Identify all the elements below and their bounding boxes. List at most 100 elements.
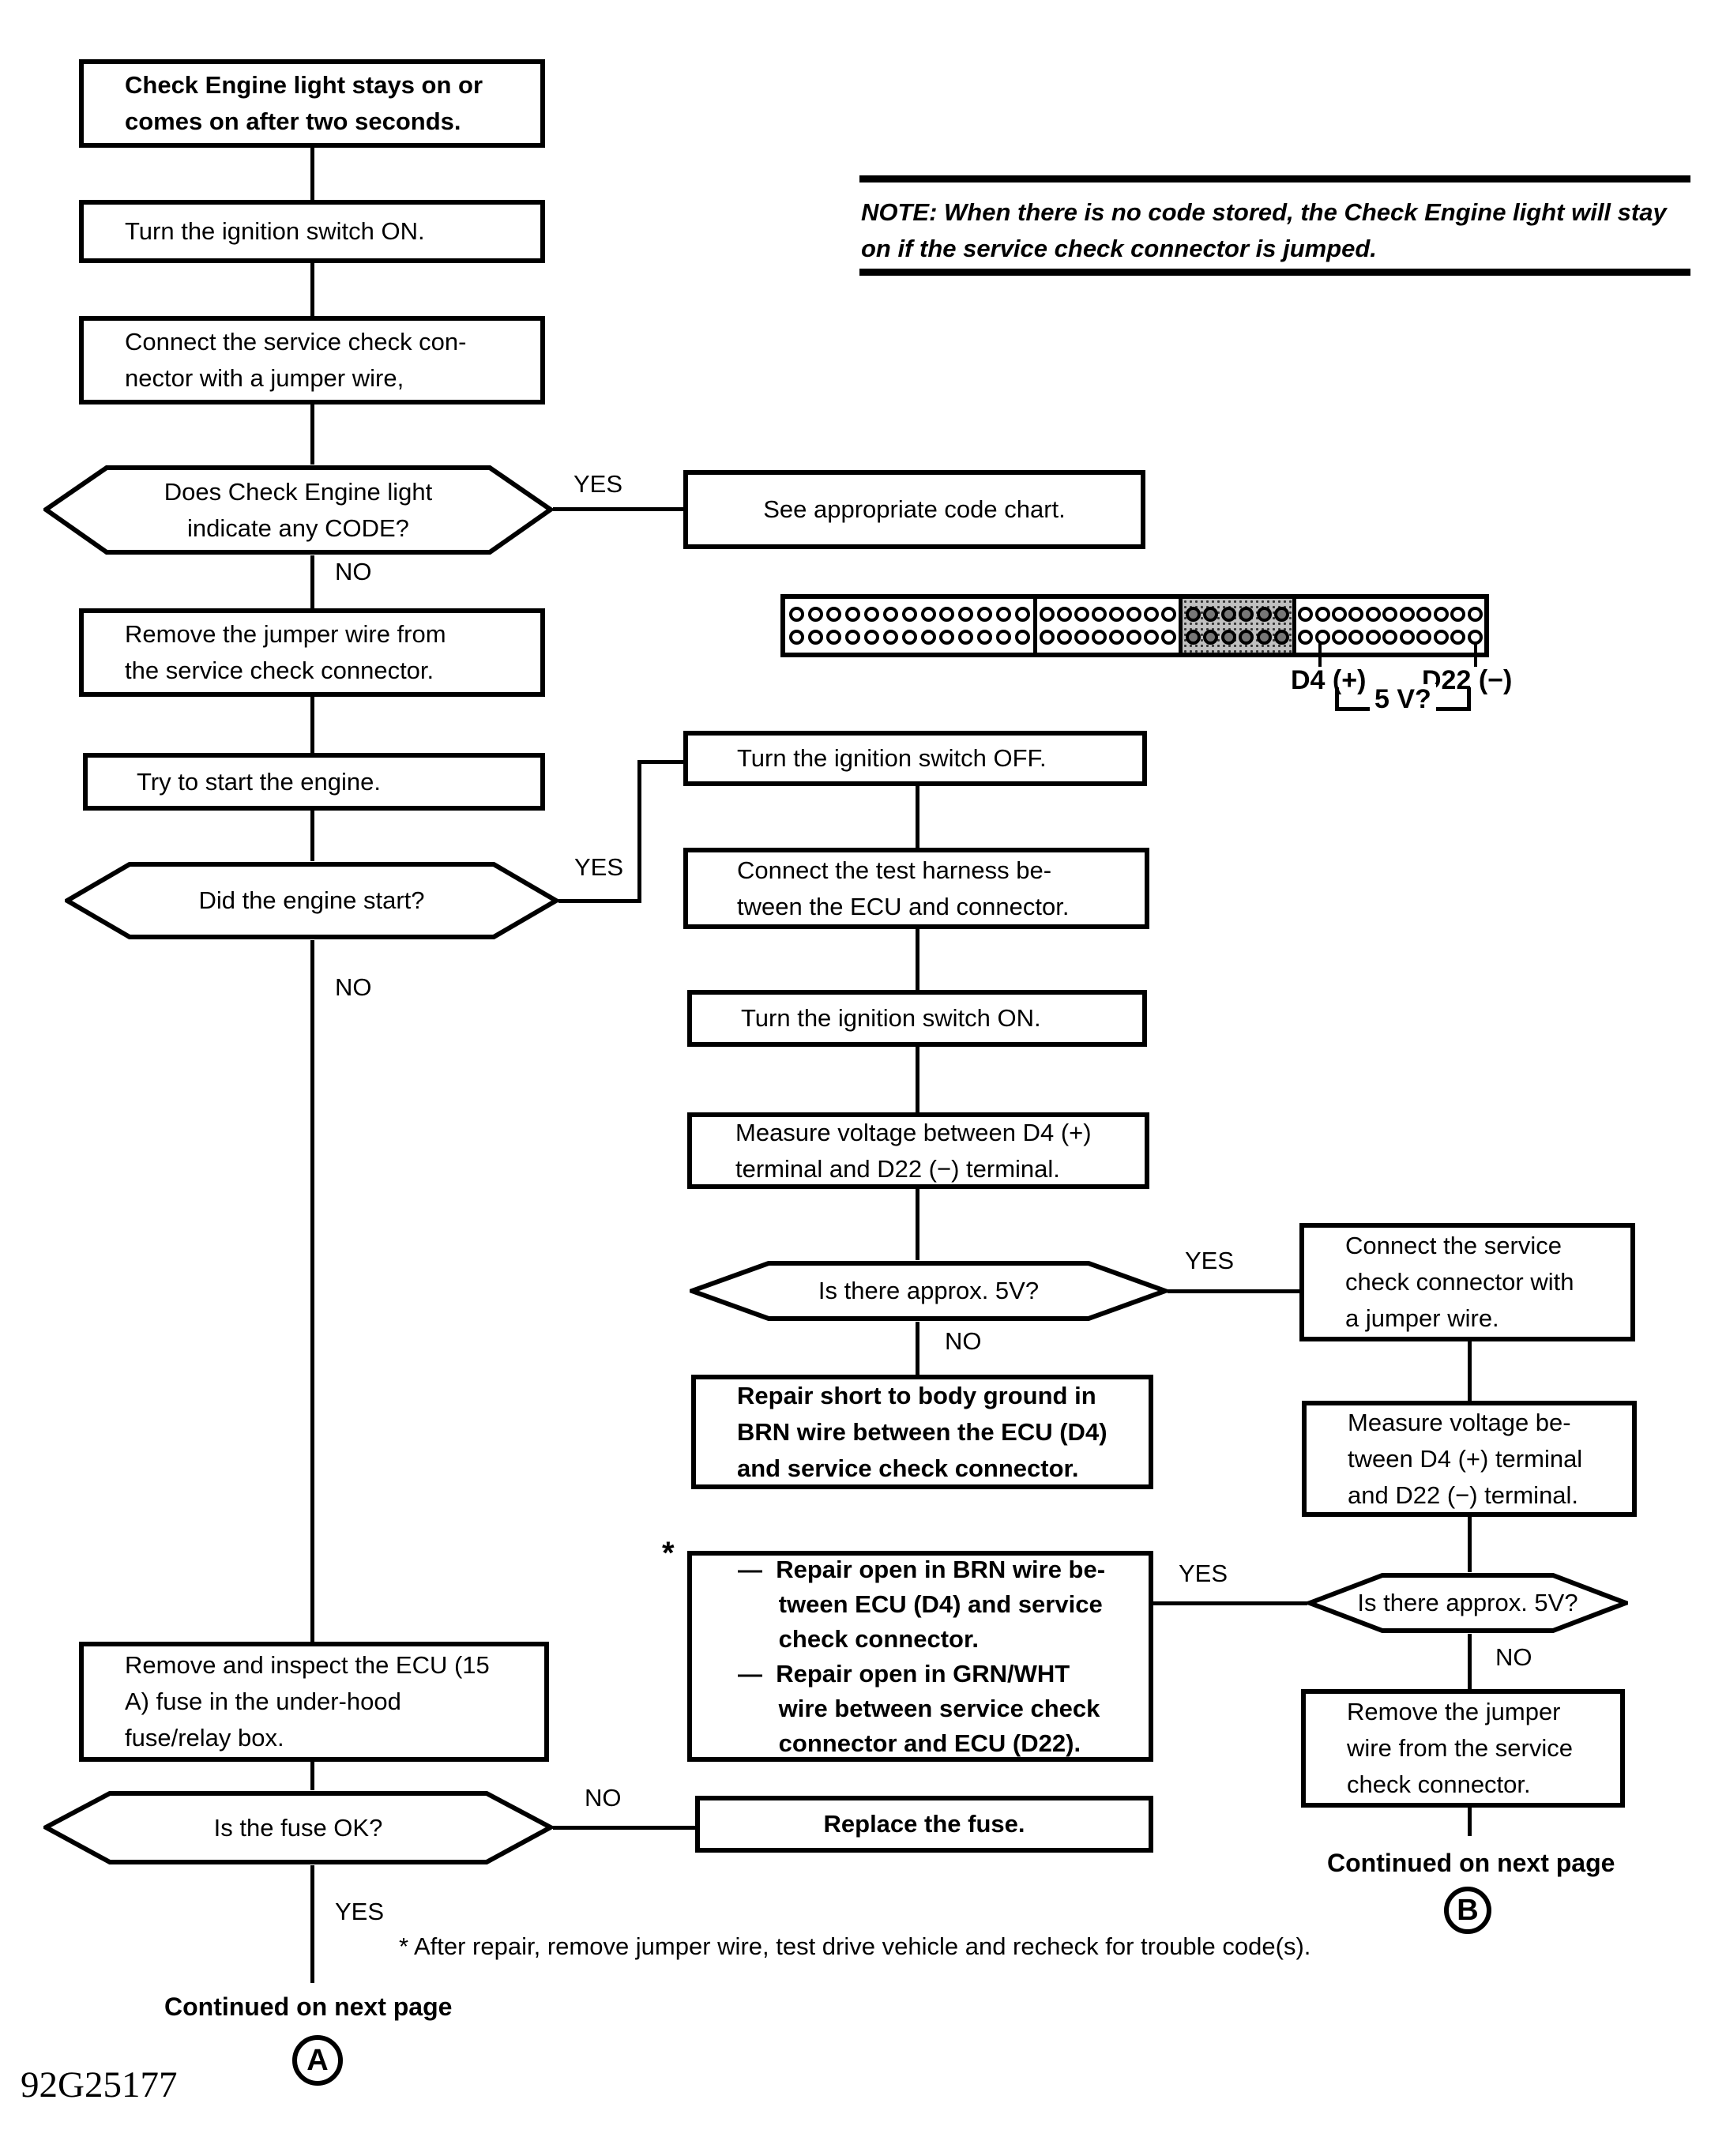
connector-pin [1014,630,1030,645]
node-repair-short: Repair short to body ground in BRN wire … [691,1375,1153,1489]
node-text: Connect the service check connector with… [1345,1232,1574,1332]
flow-line-no-fuse [553,1826,695,1830]
pin-row [785,630,1033,645]
connector-pin [939,607,955,622]
connector-pin [864,607,880,622]
connector-pin [1256,607,1272,622]
node-text: Try to start the engine. [137,767,382,796]
decision-shape [43,1791,553,1864]
decision-shape [43,465,553,555]
pin-row [1296,630,1484,645]
connector-pin [1014,607,1030,622]
connector-pin [1348,630,1364,645]
connector-pin [1467,607,1483,622]
flow-line-yes-5v2 [1153,1601,1307,1605]
node-test-harness: Connect the test harness be- tween the E… [683,848,1149,929]
footnote-text: * After repair, remove jumper wire, test… [399,1932,1311,1960]
connector-pin [1433,630,1449,645]
decision-text: Did the engine start? [198,886,425,914]
branch-label-yes: YES [335,1898,385,1925]
connector-pin [807,630,823,645]
node-text: Remove and inspect the ECU (15 A) fuse i… [125,1651,490,1752]
connector-pin [976,630,992,645]
connector-pin [845,607,861,622]
flow-line [916,1189,919,1260]
branch-label-no: NO [335,973,372,1001]
decision-text: Is there approx. 5V? [818,1277,1040,1304]
node-ignition-on: Turn the ignition switch ON. [79,200,545,263]
flow-line [310,404,314,465]
connector-pin [901,607,917,622]
connector-pin [1109,607,1125,622]
node-text: Turn the ignition switch ON. [741,1004,1041,1032]
figure-id: 92G25177 [21,2064,178,2105]
branch-label-yes: YES [1185,1247,1235,1274]
node-ecu-fuse: Remove and inspect the ECU (15 A) fuse i… [79,1642,549,1762]
note-rule-top [859,175,1690,182]
decision-5v-2: Is there approx. 5V? [1307,1572,1628,1634]
connector-pin [788,607,804,622]
decision-5v-1: Is there approx. 5V? [690,1260,1168,1322]
connector-pin [882,607,898,622]
connector-pin [1074,630,1090,645]
pin-row [1037,630,1179,645]
flow-line-yes-start [558,899,641,903]
pin-row [785,607,1033,622]
node-remove-jumper-2: Remove the jumper wire from the service … [1301,1689,1625,1808]
connector-pin [1314,630,1330,645]
node-measure-voltage-2: Measure voltage be- tween D4 (+) termina… [1302,1401,1637,1517]
connector-pin [1092,630,1107,645]
connector-pin [976,607,992,622]
connector-pin [1185,630,1201,645]
flow-line [916,1322,919,1375]
pin-row [1183,607,1292,622]
node-ignition-on-2: Turn the ignition switch ON. [687,990,1147,1047]
connector-pin [1332,630,1348,645]
connector-pin [939,630,955,645]
flow-line [916,929,919,990]
bracket-label-5v: 5 V? [1370,684,1436,715]
node-text: Replace the fuse. [823,1810,1025,1838]
connector-pin [1365,630,1381,645]
decision-engine-start: Did the engine start? [65,861,558,940]
connector-segment [1292,599,1484,653]
connector-pin [920,607,936,622]
branch-label-yes: YES [573,470,623,498]
pin-row [1183,630,1292,645]
node-text: See appropriate code chart. [763,495,1066,523]
node-text: Measure voltage be- tween D4 (+) termina… [1348,1408,1583,1509]
d4-leader-line [1318,643,1322,667]
connector-pin [1332,607,1348,622]
connector-pin [1040,630,1055,645]
connector-pin [1450,630,1466,645]
connector-pin [995,607,1011,622]
connector-pin [1416,607,1432,622]
connector-pin [1161,630,1177,645]
node-text: Measure voltage between D4 (+) terminal … [735,1118,1092,1183]
connector-pin [1161,607,1177,622]
connector-pin [882,630,898,645]
node-repair-open: — Repair open in BRN wire be- tween ECU … [687,1551,1153,1762]
flow-line [310,1762,314,1790]
connector-pin [1057,630,1073,645]
page-ref-a: A [292,2035,343,2086]
flow-line [310,263,314,316]
connector-pin [864,630,880,645]
flow-line [310,148,314,200]
connector-segment [785,599,1033,653]
node-text: Turn the ignition switch ON. [125,217,425,245]
decision-text: Is the fuse OK? [213,1813,383,1842]
pin-row [1037,607,1179,622]
flow-line [1468,1341,1472,1401]
connector-pin [1092,607,1107,622]
flow-line [1468,1808,1472,1836]
connector-pin [1433,607,1449,622]
page-ref-letter: B [1457,1893,1479,1927]
connector-pin [958,630,974,645]
connector-pin [1274,607,1290,622]
note-text: NOTE: When there is no code stored, the … [861,198,1667,262]
connector-pin [1144,630,1160,645]
connector-pin [1074,607,1090,622]
flow-line [1468,1517,1472,1572]
connector-pin [1450,607,1466,622]
